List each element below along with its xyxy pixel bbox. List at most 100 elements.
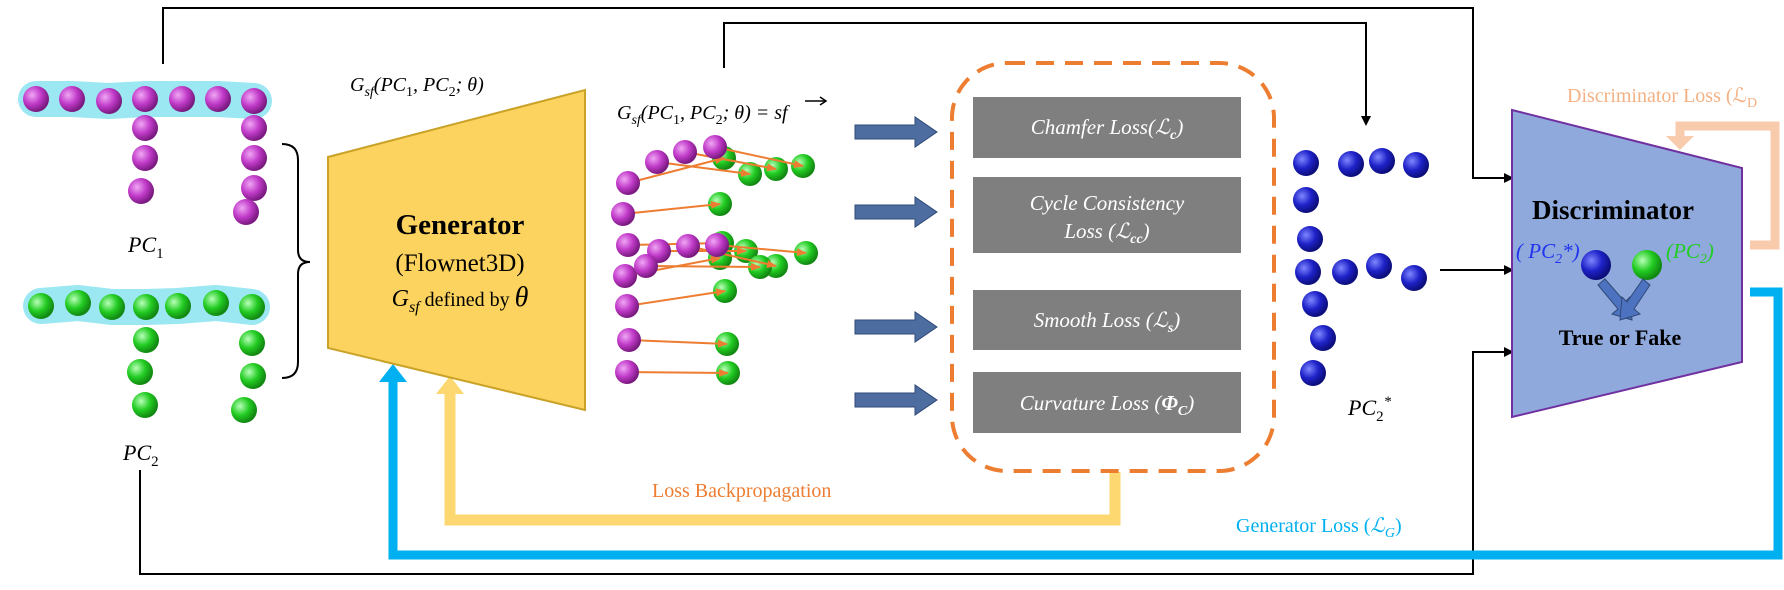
source-point xyxy=(615,294,639,318)
smooth-loss-box xyxy=(973,290,1241,350)
predicted-point xyxy=(1401,265,1427,291)
pc1-point xyxy=(132,115,158,141)
pc1-point xyxy=(241,88,267,114)
generator-block: Gsf(PC1, PC2; θ) Generator (Flownet3D) G… xyxy=(327,74,586,412)
generator-loss-label: Generator Loss (ℒG) xyxy=(1236,515,1402,541)
backprop-label: Loss Backpropagation xyxy=(652,480,831,502)
verdict-label: True or Fake xyxy=(1559,325,1682,350)
cycle-consistency-loss-box xyxy=(973,177,1241,253)
pc1-point xyxy=(205,86,231,112)
source-point xyxy=(613,264,637,288)
chamfer-loss-box xyxy=(973,97,1241,158)
pc1-point xyxy=(241,175,267,201)
curvature-loss-label: Curvature Loss (ΦC) xyxy=(1020,391,1195,419)
flow-vector xyxy=(716,244,807,257)
generator-loss-arrow xyxy=(379,287,1783,560)
generator-subtitle: (Flownet3D) xyxy=(395,250,524,277)
pc2-point xyxy=(28,293,54,319)
source-point xyxy=(616,233,640,257)
pc1-point xyxy=(241,115,267,141)
source-point xyxy=(617,328,641,352)
predicted-point xyxy=(1295,259,1321,285)
chamfer-loss-label: Chamfer Loss(ℒc) xyxy=(1031,115,1184,143)
pc1-point xyxy=(233,199,259,225)
source-point xyxy=(616,171,640,195)
predicted-point xyxy=(1369,148,1395,174)
input-brace xyxy=(281,143,311,379)
source-point xyxy=(645,150,669,174)
flow-arrow-icon xyxy=(854,384,938,416)
loss-group-border xyxy=(950,61,1276,473)
predicted-point xyxy=(1300,360,1326,386)
pc2-point xyxy=(133,327,159,353)
cycle-consistency-loss-label-1: Cycle Consistency xyxy=(1030,191,1185,215)
pc1-to-discriminator-line xyxy=(162,7,1514,183)
scene-flow-cloud xyxy=(611,135,818,385)
pc2-point-cloud xyxy=(23,285,270,423)
pc2-point xyxy=(127,359,153,385)
flow-arrow-icon xyxy=(854,116,938,148)
source-point xyxy=(615,360,639,384)
flow-vector xyxy=(645,262,761,271)
pc2-point xyxy=(65,290,91,316)
pc2-point xyxy=(239,330,265,356)
discriminator-title: Discriminator xyxy=(1532,195,1694,225)
pc1-point xyxy=(59,86,85,112)
flow-vector xyxy=(627,156,725,184)
source-point xyxy=(673,140,697,164)
loss-input-arrows xyxy=(854,116,938,416)
real-sample-dot xyxy=(1632,250,1662,280)
flow-vector xyxy=(656,161,751,177)
discriminator-block: Discriminator ( PC2*) (PC2) True or Fake xyxy=(1511,108,1743,419)
generator-definition: Gsf defined by θ xyxy=(392,282,529,316)
predicted-point xyxy=(1293,150,1319,176)
pc2-star-label: PC2* xyxy=(1347,394,1392,425)
pc2-label: PC2 xyxy=(122,440,159,470)
source-point xyxy=(611,202,635,226)
pc1-point xyxy=(241,145,267,171)
smooth-loss-label: Smooth Loss (ℒs) xyxy=(1034,308,1181,336)
pc1-point xyxy=(132,145,158,171)
pc2-point xyxy=(165,293,191,319)
generator-formula-above: Gsf(PC1, PC2; θ) xyxy=(350,74,484,100)
predicted-point xyxy=(1302,291,1328,317)
flow-arrow-icon xyxy=(854,311,938,343)
predicted-label: ( PC2*) xyxy=(1516,239,1580,267)
pc1-point-cloud xyxy=(18,81,272,225)
source-point xyxy=(703,135,727,159)
pc1-label: PC1 xyxy=(127,232,164,262)
pc2-to-discriminator-line xyxy=(139,347,1514,575)
merge-arrow-right-icon xyxy=(1619,278,1651,321)
backprop-arrow xyxy=(436,376,1121,526)
predicted-point xyxy=(1293,187,1319,213)
discriminator-loss-label: Discriminator Loss (ℒD xyxy=(1567,85,1757,111)
connector-lines xyxy=(139,7,1514,575)
pc1-point xyxy=(132,86,158,112)
predicted-point xyxy=(1332,259,1358,285)
pc2-star-point-cloud xyxy=(1293,148,1429,386)
pc2-point xyxy=(99,294,125,320)
pc2-point xyxy=(203,290,229,316)
pc2-point xyxy=(239,294,265,320)
source-point xyxy=(676,234,700,258)
pc2-point xyxy=(133,294,159,320)
flow-vector xyxy=(626,368,729,377)
pc2-point xyxy=(132,392,158,418)
source-point xyxy=(705,233,729,257)
discriminator-loss-arrow xyxy=(1666,121,1780,250)
predicted-point xyxy=(1403,152,1429,178)
pc1-point xyxy=(128,178,154,204)
flow-vector xyxy=(687,245,777,268)
flow-vector xyxy=(684,151,777,172)
flow-vector xyxy=(622,200,721,215)
flow-vector xyxy=(628,339,728,348)
predicted-point xyxy=(1338,151,1364,177)
pc1-point xyxy=(169,86,195,112)
generator-title: Generator xyxy=(396,209,525,241)
curvature-loss-box xyxy=(973,372,1241,433)
pc1-point xyxy=(23,86,49,112)
pc2-point xyxy=(231,397,257,423)
flow-vector xyxy=(626,288,726,307)
real-label: (PC2) xyxy=(1666,239,1714,267)
